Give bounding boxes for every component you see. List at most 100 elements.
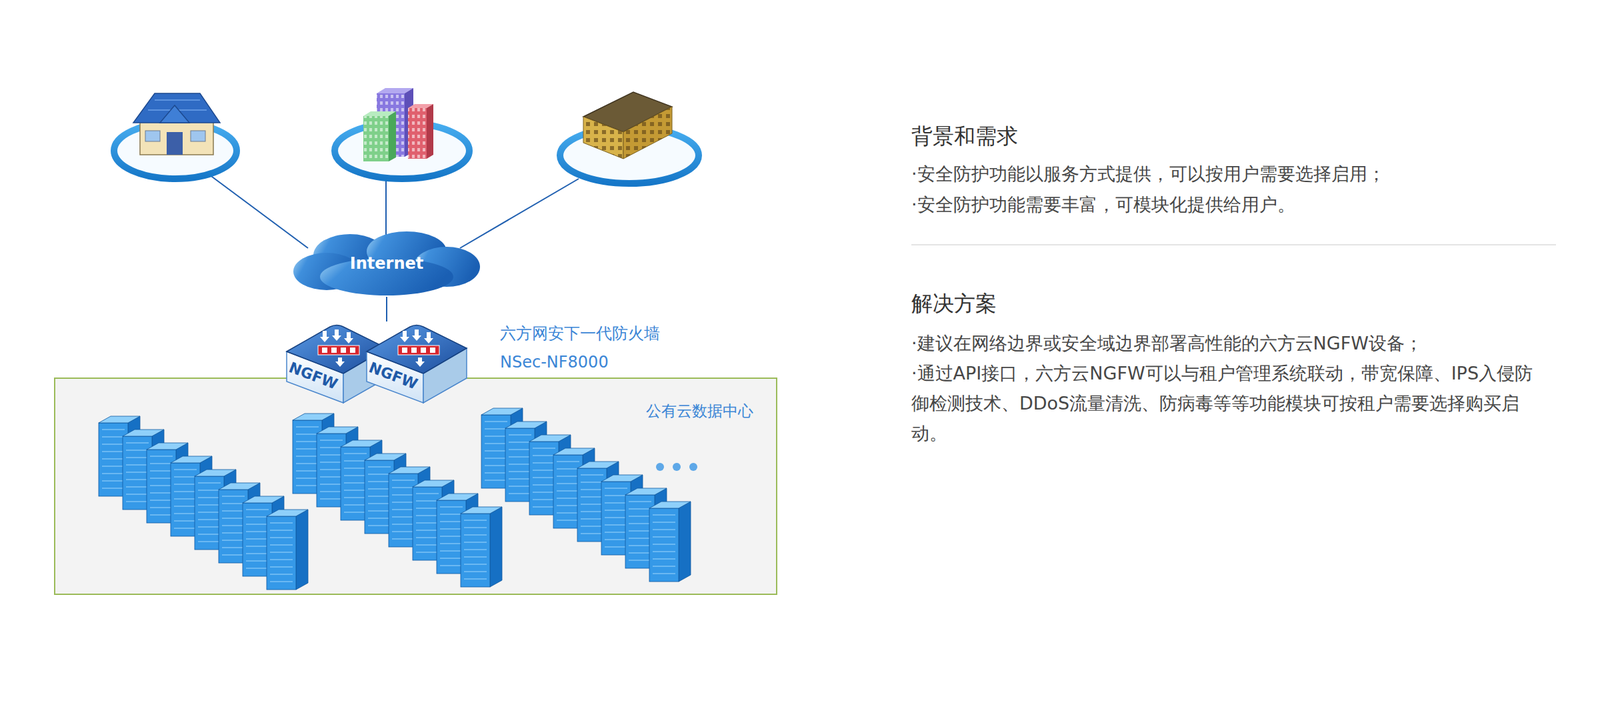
server-rack	[218, 482, 260, 490]
section-divider	[911, 244, 1556, 246]
server-rack	[652, 514, 676, 574]
server-rack	[150, 456, 173, 515]
server-rack	[388, 466, 430, 474]
server-rack	[625, 488, 667, 495]
firewall-box-shape	[331, 347, 337, 353]
server-rack	[505, 421, 547, 428]
ellipsis-dot	[689, 462, 698, 471]
link-line	[385, 176, 387, 235]
server-rack	[344, 453, 367, 512]
firewall-box-shape	[412, 329, 422, 341]
server-rack	[266, 509, 308, 516]
server-rack	[436, 493, 478, 500]
server-rack	[649, 501, 691, 582]
building-towers	[388, 111, 396, 162]
server-rack	[481, 408, 523, 415]
server-rack	[266, 509, 308, 590]
server-rack	[98, 416, 140, 423]
device-model-label: NSec-NF8000	[500, 352, 609, 372]
server-rack	[242, 496, 284, 503]
bullet-text: ·安全防护功能以服务方式提供，可以按用户需要选择启用；	[911, 158, 1545, 189]
firewall-box-shape	[350, 347, 356, 353]
server-rack	[174, 469, 197, 528]
server-rack	[649, 508, 679, 582]
internet-cloud: Internet	[290, 230, 484, 297]
building-house	[133, 93, 220, 123]
building-house	[154, 99, 200, 101]
ellipsis-dot	[656, 462, 664, 471]
building-block	[583, 116, 624, 159]
firewall-box-shape	[318, 345, 360, 355]
server-rack	[464, 520, 487, 579]
section-heading: 背景和需求	[911, 123, 1545, 149]
server-rack	[270, 522, 293, 582]
server-rack	[416, 493, 439, 552]
server-rack	[194, 469, 236, 476]
firewall-box-shape	[402, 347, 408, 353]
firewall-box-shape	[322, 347, 328, 353]
server-rack	[296, 509, 308, 590]
server-rack	[266, 516, 296, 590]
server-rack	[440, 506, 463, 566]
building-block	[623, 106, 672, 159]
server-rack	[604, 488, 628, 547]
firewall-box-shape	[332, 329, 342, 341]
server-rack	[490, 506, 502, 587]
building-house	[190, 130, 206, 142]
building-towers	[408, 108, 427, 159]
server-rack	[222, 496, 245, 555]
server-rack	[532, 448, 556, 507]
server-rack	[246, 509, 269, 568]
connector-line	[386, 296, 388, 322]
bullet-text: ·通过API接口，六方云NGFW可以与租户管理系统联动，带宽保障、IPS入侵防御…	[911, 358, 1545, 448]
server-rack	[678, 501, 691, 582]
server-rack	[577, 461, 619, 468]
server-rack	[340, 440, 382, 447]
bullet-text: ·建议在网络边界或安全域边界部署高性能的六方云NGFW设备；	[911, 328, 1545, 358]
firewall-box-shape	[340, 347, 346, 353]
firewall-box-shape	[424, 332, 434, 344]
cloud-label: Internet	[350, 254, 424, 273]
server-rack	[484, 421, 508, 480]
link-line	[460, 178, 579, 248]
server-rack	[649, 501, 691, 508]
firewall-icon: NGFW	[363, 321, 470, 408]
firewall-box-shape	[400, 330, 410, 342]
server-rack	[102, 429, 125, 488]
server-rack	[170, 456, 212, 463]
server-rack	[601, 474, 643, 482]
server-rack	[460, 506, 502, 587]
firewall-box-shape	[398, 345, 440, 355]
building-block	[623, 106, 672, 159]
building-house	[145, 130, 160, 142]
building-towers	[408, 108, 427, 159]
firewall-box-shape	[335, 357, 345, 367]
server-rack	[296, 426, 319, 486]
server-rack	[126, 442, 149, 502]
building-house	[140, 120, 214, 155]
firewall-box-shape	[420, 347, 426, 353]
server-rack	[320, 440, 343, 499]
ellipsis-dot	[672, 462, 681, 471]
building-towers	[363, 116, 389, 162]
link-line	[209, 174, 308, 248]
cloud-shape	[293, 231, 480, 296]
server-rack	[460, 506, 502, 514]
firewall-box-shape	[415, 357, 425, 367]
server-rack	[146, 442, 188, 450]
firewall-box-shape	[320, 330, 330, 342]
firewall-box-shape	[344, 332, 354, 344]
region-title: 公有云数据中心	[646, 400, 754, 421]
server-rack	[122, 429, 164, 436]
building-house	[166, 132, 183, 155]
server-rack	[392, 480, 415, 539]
server-rack	[412, 480, 454, 487]
server-rack	[198, 482, 221, 542]
firewall-box-shape	[430, 347, 436, 353]
building-towers	[363, 116, 389, 162]
server-rack	[368, 466, 391, 526]
server-rack	[292, 413, 334, 420]
server-rack	[553, 448, 595, 455]
data-center-region: 公有云数据中心	[54, 377, 778, 595]
